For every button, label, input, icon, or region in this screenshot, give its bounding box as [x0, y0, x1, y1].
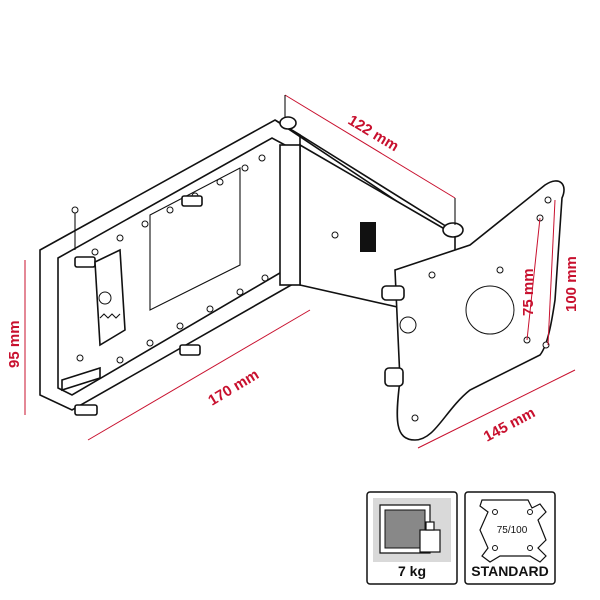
top-rail-holes — [91, 154, 266, 256]
dimension-wall-height: 95 mm — [6, 260, 26, 415]
dimension-label-plate-width: 145 mm — [481, 404, 538, 445]
arm-pivot-top — [279, 116, 297, 130]
label-plate — [360, 222, 376, 252]
vesa-text: 75/100 — [497, 525, 528, 536]
dimension-label-wall-height: 95 mm — [6, 320, 23, 368]
vesa-mount-plate — [381, 180, 565, 441]
standard-label: STANDARD — [471, 563, 549, 579]
standard-badge: 75/100 STANDARD — [464, 491, 556, 585]
top-tab — [181, 195, 203, 207]
dimension-vesa-75: 75 mm — [520, 217, 541, 341]
spring-latch — [76, 248, 126, 362]
weight-icon — [379, 504, 441, 554]
dimension-vesa-100: 100 mm — [547, 199, 580, 346]
weight-label: 7 kg — [398, 563, 426, 579]
bottom-tab — [179, 344, 201, 356]
foot-tab — [74, 404, 98, 416]
tilt-knob-bottom — [384, 367, 404, 387]
left-tab — [74, 256, 96, 268]
dimension-label-vesa-100: 100 mm — [563, 256, 580, 312]
arm-pivot-cylinder — [279, 144, 301, 286]
dimension-label-wall-width: 170 mm — [205, 366, 262, 409]
weight-badge: 7 kg — [366, 491, 458, 585]
wall-plate — [39, 119, 301, 416]
head-pivot-top — [442, 222, 464, 238]
bottom-rail-holes — [116, 274, 269, 364]
dimension-label-vesa-75: 75 mm — [520, 268, 537, 316]
tilt-knob-top — [381, 285, 405, 301]
center-cutout — [465, 285, 515, 335]
vesa-plate-icon: 75/100 — [479, 499, 547, 563]
